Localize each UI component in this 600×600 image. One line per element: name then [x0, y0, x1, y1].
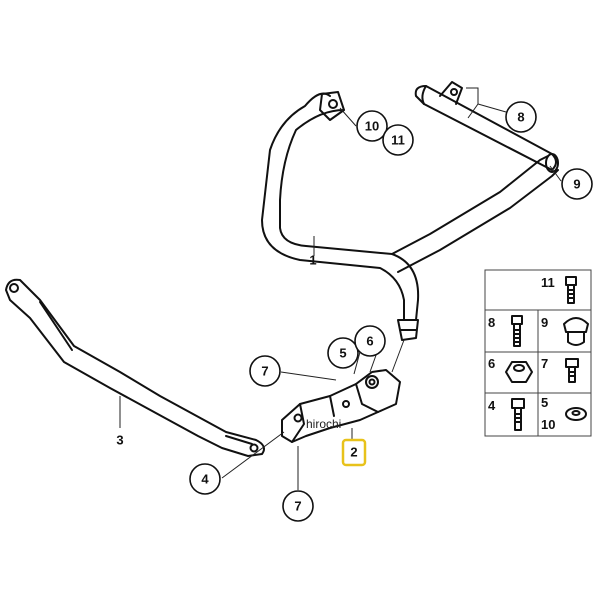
legend-label-8: 8 — [488, 315, 495, 330]
callout-7-upper[interactable]: 7 — [249, 355, 281, 387]
callout-6[interactable]: 6 — [354, 325, 386, 357]
part-2-bracket — [281, 369, 401, 443]
part-3-lower-bar — [5, 278, 265, 457]
callout-7-lower[interactable]: 7 — [282, 490, 314, 522]
washer-icon — [565, 407, 587, 421]
callout-9[interactable]: 9 — [561, 168, 593, 200]
callout-7-lower-label: 7 — [294, 499, 301, 514]
legend-label-6: 6 — [488, 356, 495, 371]
legend-label-5: 5 — [541, 395, 548, 410]
callout-2-label: 2 — [350, 445, 357, 460]
callout-5[interactable]: 5 — [327, 337, 359, 369]
legend-label-7: 7 — [541, 356, 548, 371]
callout-10[interactable]: 10 — [356, 110, 388, 142]
callout-2[interactable]: 2 — [341, 438, 367, 467]
part-1-crash-bar — [261, 81, 559, 341]
bolt-icon — [511, 398, 525, 431]
bolt-icon — [565, 276, 577, 304]
callout-9-label: 9 — [573, 177, 580, 192]
callout-7-upper-label: 7 — [261, 364, 268, 379]
callout-10-label: 10 — [365, 119, 379, 134]
fastener-legend: 11 8 9 6 7 4 — [484, 269, 592, 437]
callout-5-label: 5 — [339, 346, 346, 361]
legend-label-10: 10 — [541, 417, 555, 432]
callout-8-label: 8 — [517, 110, 524, 125]
callout-4-label: 4 — [201, 472, 209, 487]
legend-label-9: 9 — [541, 315, 548, 330]
callout-4[interactable]: 4 — [189, 463, 221, 495]
nut-icon — [505, 361, 533, 383]
callout-6-label: 6 — [366, 334, 373, 349]
legend-label-11: 11 — [541, 275, 555, 290]
callout-3-label: 3 — [116, 433, 123, 448]
watermark: hirochi — [306, 417, 341, 431]
callout-11[interactable]: 11 — [382, 124, 414, 156]
callout-11-label: 11 — [391, 133, 405, 148]
callout-1-label: 1 — [309, 253, 316, 268]
callout-8[interactable]: 8 — [505, 101, 537, 133]
legend-label-4: 4 — [488, 398, 496, 413]
rubber-plug-icon — [563, 317, 589, 346]
bolt-icon — [511, 315, 523, 347]
leader-lines — [119, 87, 562, 490]
bolt-icon — [565, 358, 579, 383]
